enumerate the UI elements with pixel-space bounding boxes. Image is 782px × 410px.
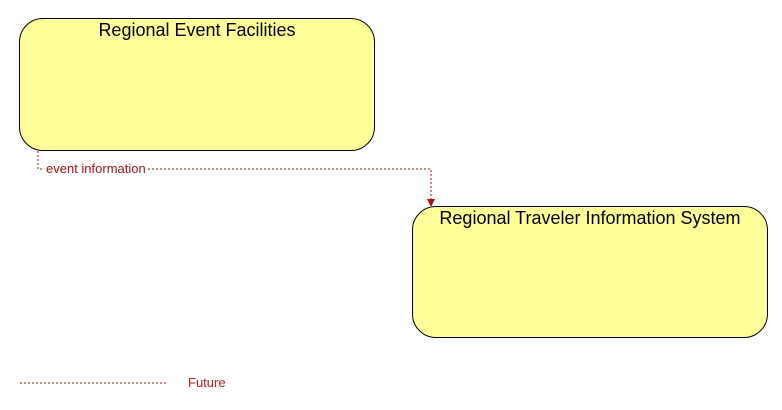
node-regional-traveler-information-system[interactable]: Regional Traveler Information System <box>412 206 768 338</box>
flow-event-information[interactable] <box>37 151 435 207</box>
legend-future-label: Future <box>188 375 226 390</box>
node-title: Regional Event Facilities <box>98 20 296 40</box>
flow-label-event-information: event information <box>44 161 148 176</box>
node-regional-event-facilities[interactable]: Regional Event Facilities <box>19 18 375 151</box>
node-title: Regional Traveler Information System <box>439 208 741 228</box>
flow-line-event-information <box>37 151 432 202</box>
arrowhead-icon <box>427 199 435 207</box>
